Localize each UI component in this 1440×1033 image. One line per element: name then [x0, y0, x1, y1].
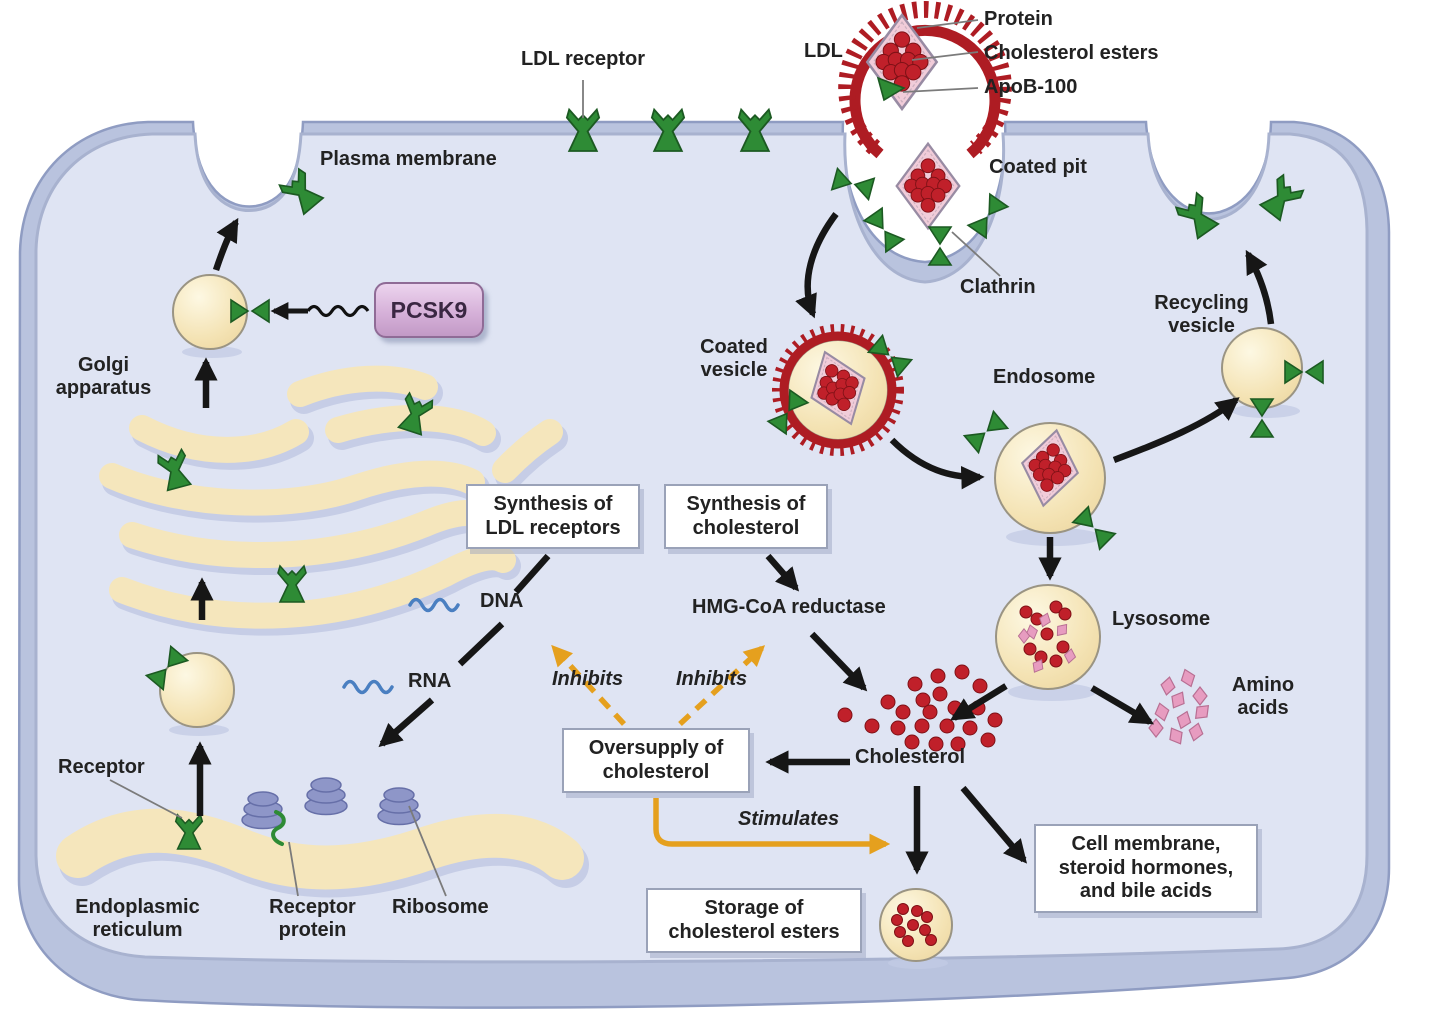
- protein-label: Protein: [984, 8, 1053, 30]
- ldl-particle-legend: [866, 13, 938, 111]
- dna-label: DNA: [480, 590, 524, 612]
- endosome: [994, 422, 1106, 534]
- endoplasmic-reticulum-label: Endoplasmic reticulum: [75, 896, 200, 941]
- endosome-label: Endosome: [993, 366, 1096, 388]
- flow-arrows: [188, 212, 1275, 875]
- golgi-label: Golgi apparatus: [55, 354, 152, 399]
- ribosome-stack: [304, 777, 348, 816]
- synthesis-ldl-receptors-box: Synthesis of LDL receptors: [466, 484, 640, 550]
- stimulates-label: Stimulates: [738, 808, 840, 830]
- vesicle-shadows: [169, 346, 1300, 969]
- receptor-icon: [928, 226, 952, 266]
- arrow-coated-vesicle-to-endosome: [889, 437, 985, 490]
- arrow-stimulates-storage: [653, 798, 891, 855]
- storage-vesicle: [879, 888, 953, 962]
- receptor-label: Receptor: [58, 756, 145, 778]
- coated-vesicle-label: Coated vesicle: [700, 336, 768, 381]
- cholesterol-esters-label: Cholesterol esters: [984, 42, 1159, 64]
- regulatory-arrows: [551, 644, 891, 855]
- arrow-inhibits-dna: [551, 644, 627, 726]
- inhibits-label-left: Inhibits: [552, 668, 624, 690]
- hmg-coa-reductase-label: HMG-CoA reductase: [692, 596, 886, 618]
- pcsk9-arrow: [270, 302, 370, 320]
- cholesterol-label: Cholesterol: [855, 746, 966, 768]
- rna-label: RNA: [408, 670, 452, 692]
- ldl-label: LDL: [804, 40, 843, 62]
- ribosome-stack: [241, 791, 285, 830]
- lysosome-label: Lysosome: [1112, 608, 1211, 630]
- arrow-lysosome-to-amino-acids: [1090, 685, 1155, 725]
- link-dna-rna: [457, 621, 505, 667]
- arrow-hmg-to-cholesterol: [809, 631, 868, 692]
- endoplasmic-reticulum: [56, 808, 589, 898]
- arrow-cholesterol-to-uses: [960, 785, 1028, 864]
- ldl-receptor-label: LDL receptor: [520, 48, 646, 70]
- amino-acids-label: Amino acids: [1231, 674, 1295, 719]
- dna-strand: [408, 597, 460, 613]
- arrow-rna-to-ribosome: [378, 697, 435, 748]
- arrow-recycling-to-membrane: [1245, 249, 1275, 325]
- lysosome: [995, 584, 1101, 690]
- link-synthesis-ldl-dna: [513, 553, 551, 595]
- coated-pit: [838, 1, 1012, 230]
- ribosomes: [241, 777, 421, 846]
- nascent-receptor-protein: [271, 810, 286, 846]
- arrow-inhibits-hmg: [678, 645, 766, 727]
- rna-strand: [342, 679, 394, 695]
- synthesis-cholesterol-box: Synthesis of cholesterol: [664, 484, 828, 550]
- receptor-protein-label: Receptor protein: [269, 896, 356, 941]
- clathrin-label: Clathrin: [960, 276, 1036, 298]
- cell-body: [17, 120, 1391, 1009]
- storage-cholesterol-esters-box: Storage of cholesterol esters: [646, 888, 862, 954]
- recycling-vesicle-label: Recycling vesicle: [1154, 292, 1249, 337]
- apob100-label: ApoB-100: [984, 76, 1078, 98]
- arrow-vesicle-to-membrane: [212, 217, 239, 272]
- coated-pit-label: Coated pit: [989, 156, 1087, 178]
- ribosome-label: Ribosome: [392, 896, 489, 918]
- arrow-pit-to-coated-vesicle: [795, 212, 839, 319]
- transport-vesicle-lower: [159, 652, 235, 728]
- apob100-marker: [876, 76, 906, 102]
- leader-lines: [109, 19, 1001, 897]
- oversupply-cholesterol-box: Oversupply of cholesterol: [562, 728, 750, 794]
- arrow-synthesis-chol-to-hmg: [765, 553, 800, 592]
- arrow-lysosome-to-cholesterol: [950, 683, 1008, 721]
- plasma-membrane-label: Plasma membrane: [320, 148, 497, 170]
- pcsk9-badge: PCSK9: [374, 282, 484, 338]
- ldl-particle-in-pit: [895, 142, 961, 230]
- arrow-endosome-to-recycling: [1112, 397, 1240, 464]
- coated-vesicle: [772, 324, 904, 456]
- inhibits-label-right: Inhibits: [676, 668, 748, 690]
- cell-membrane-uses-box: Cell membrane, steroid hormones, and bil…: [1034, 824, 1258, 913]
